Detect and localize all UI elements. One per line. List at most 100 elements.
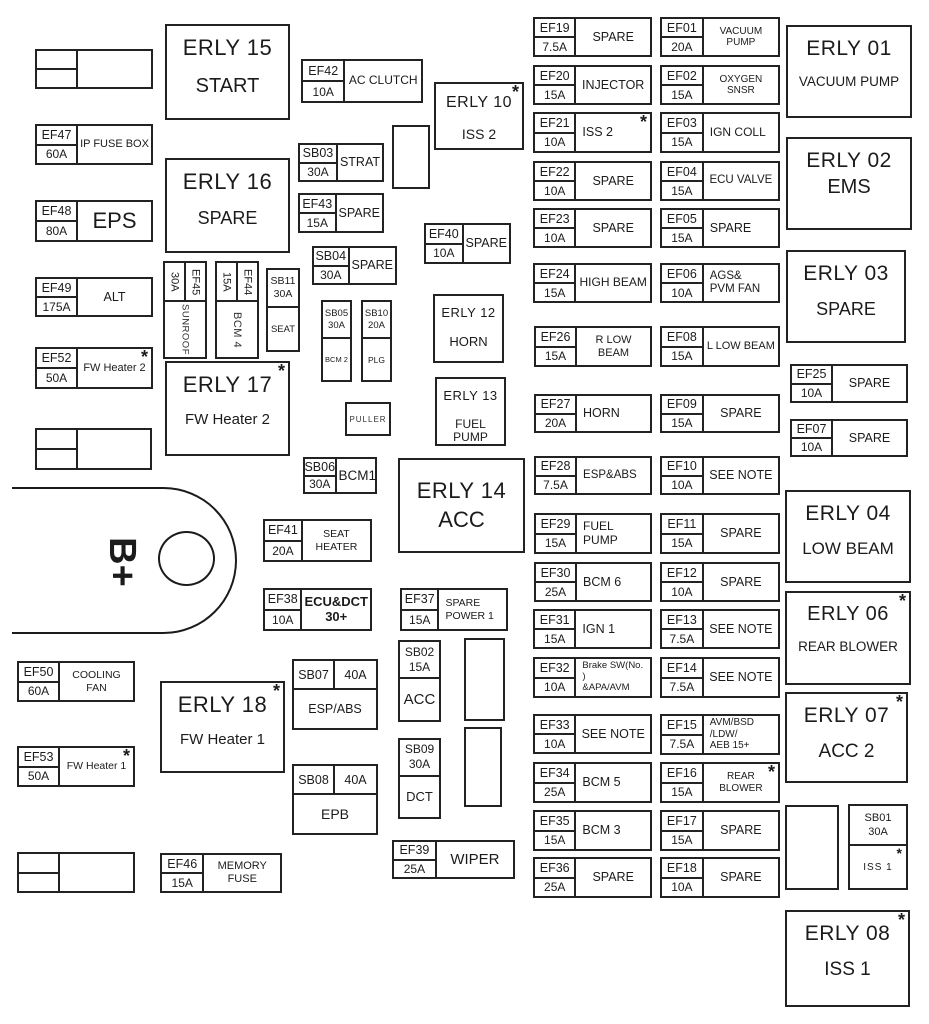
asterisk-mark: * <box>767 762 775 782</box>
fuse-amp-rating: 15A <box>671 415 693 430</box>
fuse-amp-rating: 30A <box>165 263 186 301</box>
fuse-id: SB09 <box>404 742 435 757</box>
relay-function-label: SPARE <box>816 299 876 320</box>
fuse-function-label: SPARE <box>592 220 634 235</box>
fuse-id: EF10 <box>662 458 702 477</box>
fuse-amp-rating: 7.5A <box>542 39 568 54</box>
fuse-id: EF45 <box>189 268 202 295</box>
fuse-id: EF31 <box>535 611 575 630</box>
fuse-id: SB10 <box>364 307 389 319</box>
fuse-id: EF04 <box>662 163 702 182</box>
fuse-function-label: AVM/BSD /LDW/ AEB 15+ <box>709 717 755 752</box>
relay-function-label: SPARE <box>197 208 258 229</box>
fuse-function-label: SPARE <box>848 430 891 445</box>
fuse-id: SB07 <box>294 661 335 689</box>
blank-box <box>785 805 839 890</box>
relay-function-label: HORN <box>449 334 488 350</box>
relay-title: ERLY 10 <box>445 94 513 111</box>
fuse-function-label: SPARE <box>465 236 507 251</box>
fuse-amp-rating: 25A <box>544 880 566 895</box>
asterisk-mark: * <box>272 681 280 701</box>
fuse-id: EF19 <box>535 19 575 38</box>
fuse-amp-rating: 20A <box>272 543 294 558</box>
fuse-amp-rating: 15A <box>671 833 693 848</box>
fuse-amp-rating: 10A <box>272 612 294 627</box>
fuse-function-label: SEAT <box>270 323 296 335</box>
fuse-function-label: IGN COLL <box>709 124 766 139</box>
fuse-id: EF03 <box>662 114 702 134</box>
fuse-id: EF26 <box>536 328 576 348</box>
fuse-amp-rating: 15A <box>544 536 567 551</box>
fuse-id: EF20 <box>535 67 575 86</box>
fuse-function-label <box>60 854 133 891</box>
fuse-id-amp-cell <box>37 430 78 468</box>
fuse-function-label: HORN <box>583 406 620 421</box>
fuse-function-label: BCM 5 <box>582 775 621 790</box>
fuse-function-label: WIPER <box>450 850 500 868</box>
fuse-id: EF11 <box>662 515 702 535</box>
fuse-function-label: BCM 4 <box>231 311 243 348</box>
relay-title: ERLY 07 <box>803 704 890 727</box>
fuse-function-label: DCT <box>406 789 433 805</box>
asterisk-mark: * <box>122 746 130 766</box>
fuse-amp-rating: 7.5A <box>543 477 568 492</box>
relay-function-label: ISS 2 <box>461 125 497 142</box>
fuse-function-label: FUEL PUMP <box>583 518 618 547</box>
fuse-amp-rating: 60A <box>45 147 68 162</box>
fuse-amp-rating: 30A <box>307 164 329 179</box>
fuse-amp-rating: 15A <box>671 87 693 102</box>
fuse-amp-rating: 20A <box>368 319 385 331</box>
fuse-id: SB01 <box>864 811 892 824</box>
relay-function-label: START <box>195 75 260 98</box>
fuse-amp-rating: 15A <box>544 631 566 646</box>
fuse-id: SB11 <box>270 275 296 288</box>
fuse-function-label: Brake SW(No. ) &APA/AVM <box>582 660 644 693</box>
fuse-function-label: COOLING FAN <box>72 669 121 694</box>
fuse-function-label: EPB <box>320 806 349 823</box>
fuse-amp-rating: 15A <box>217 263 238 301</box>
fuse-id-amp-cell <box>19 854 61 891</box>
fuse-id: EF30 <box>536 564 576 583</box>
fuse-id: EF52 <box>37 349 77 369</box>
